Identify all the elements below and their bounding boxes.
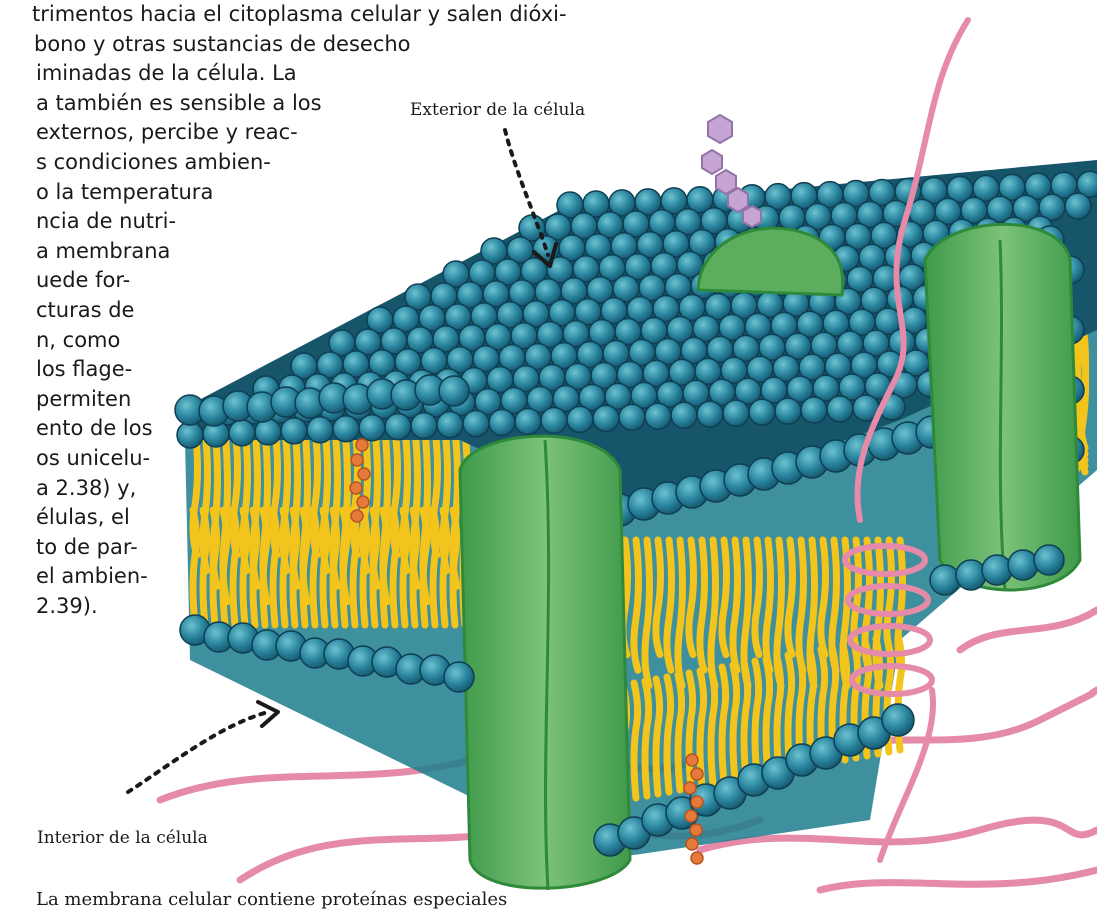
body-line: 2.39).: [0, 592, 620, 622]
lipid-tail: [711, 669, 715, 784]
phospholipid-head: [619, 404, 645, 430]
lipid-tail: [777, 657, 781, 772]
body-line: los flage-: [0, 355, 620, 385]
body-line: élulas, el: [0, 503, 620, 533]
phospholipid-head: [1008, 550, 1038, 580]
figure-caption: La membrana celular contiene proteínas e…: [36, 886, 507, 914]
body-line: trimentos hacia el citoplasma celular y …: [0, 0, 620, 30]
phospholipid-head: [444, 662, 474, 692]
phospholipid-head: [645, 403, 671, 429]
body-line: to de par-: [0, 533, 620, 563]
lipid-tail: [645, 681, 649, 796]
body-line: o la temperatura: [0, 178, 620, 208]
lipid-tail: [678, 675, 682, 790]
body-line: cturas de: [0, 296, 620, 326]
body-paragraph: trimentos hacia el citoplasma celular y …: [0, 0, 620, 621]
body-line: a 2.38) y,: [0, 474, 620, 504]
body-line: uede for-: [0, 266, 620, 296]
caption-line: La membrana celular contiene proteínas e…: [36, 886, 507, 914]
body-line: permiten: [0, 385, 620, 415]
body-line: n, como: [0, 326, 620, 356]
label-interior: Interior de la célula: [37, 828, 208, 848]
phospholipid-head: [671, 402, 697, 428]
phospholipid-head: [801, 397, 827, 423]
phospholipid-head: [697, 401, 723, 427]
phospholipid-head: [749, 399, 775, 425]
body-line: iminadas de la célula. La: [0, 59, 620, 89]
label-exterior: Exterior de la célula: [410, 100, 585, 120]
lipid-tail: [656, 679, 660, 794]
phospholipid-head: [882, 704, 914, 736]
body-line: s condiciones ambien-: [0, 148, 620, 178]
lipid-tail: [667, 677, 671, 792]
body-line: os unicelu-: [0, 444, 620, 474]
body-line: el ambien-: [0, 562, 620, 592]
lipid-tail: [722, 667, 726, 782]
phospholipid-head: [775, 398, 801, 424]
phospholipid-head: [827, 396, 853, 422]
body-line: externos, percibe y reac-: [0, 118, 620, 148]
phospholipid-head: [930, 565, 960, 595]
body-line: bono y otras sustancias de desecho: [0, 30, 620, 60]
lipid-tail: [744, 663, 748, 778]
channel-protein-right: [925, 224, 1080, 590]
lipid-tail: [755, 661, 759, 776]
body-line: ncia de nutri-: [0, 207, 620, 237]
phospholipid-head: [723, 400, 749, 426]
lipid-tail: [634, 683, 638, 798]
phospholipid-head: [1034, 545, 1064, 575]
phospholipid-head: [982, 555, 1012, 585]
body-line: a membrana: [0, 237, 620, 267]
phospholipid-head: [1065, 193, 1091, 219]
body-line: ento de los: [0, 414, 620, 444]
lipid-tail: [733, 665, 737, 780]
lipid-tail: [766, 659, 770, 774]
phospholipid-head: [956, 560, 986, 590]
